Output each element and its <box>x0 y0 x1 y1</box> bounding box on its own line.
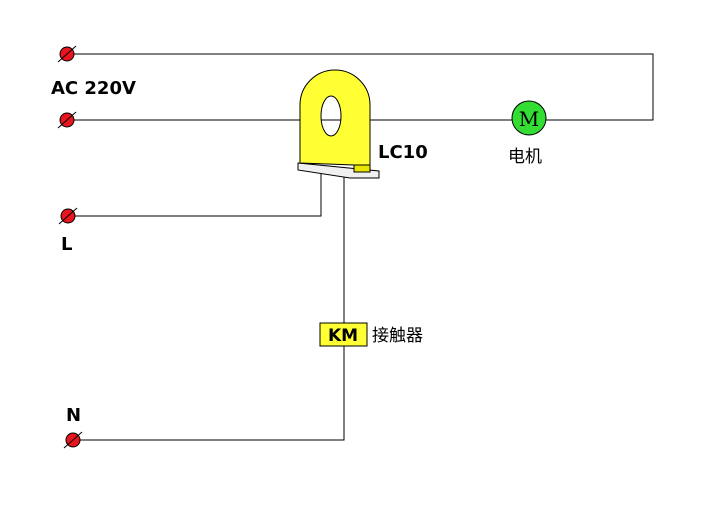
sensor-hole <box>320 95 342 137</box>
live-label: L <box>61 234 72 255</box>
wire-ac-top <box>67 53 654 121</box>
motor-circle <box>511 100 547 136</box>
terminal-dot-icon <box>57 111 77 129</box>
contactor-label: 接触器 <box>372 326 423 346</box>
motor-label: 电机 <box>508 147 542 167</box>
sensor-side <box>353 164 371 173</box>
motor-symbol: M <box>519 107 539 131</box>
terminal-dot-icon <box>57 45 77 63</box>
motor-icon: M <box>511 100 547 136</box>
contactor-coil-icon: KM <box>319 322 368 347</box>
sensor-label: LC10 <box>378 142 428 163</box>
contactor-box <box>319 322 368 347</box>
neutral-label: N <box>66 405 81 426</box>
current-transformer-icon <box>297 69 380 179</box>
wire-neutral <box>73 346 345 441</box>
terminal-dot-icon <box>63 431 83 449</box>
terminals <box>57 45 83 449</box>
wire-live <box>68 170 322 217</box>
ac-supply-label: AC 220V <box>51 78 136 99</box>
contactor-code: KM <box>328 326 358 346</box>
wires <box>67 53 654 441</box>
terminal-dot-icon <box>58 207 78 225</box>
